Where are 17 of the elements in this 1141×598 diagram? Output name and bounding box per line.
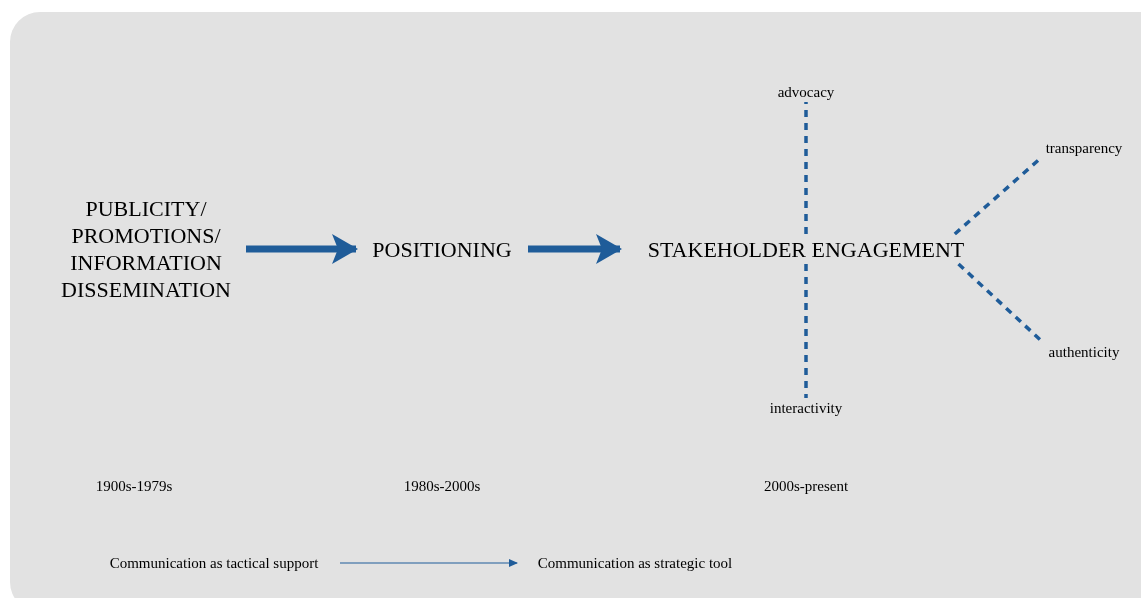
term-label: authenticity (1048, 343, 1120, 362)
term-label: transparency (1045, 139, 1123, 158)
dashed-line (957, 262, 1044, 344)
term-label: advocacy (777, 83, 835, 102)
dashed-line (953, 156, 1042, 236)
term-label: Communication as tactical support (109, 554, 319, 573)
stage-title: PUBLICITY/ PROMOTIONS/ INFORMATION DISSEMINATION (60, 195, 232, 303)
dashed-line (804, 264, 808, 398)
stage-title: POSITIONING (372, 235, 512, 263)
dashed-line (804, 102, 808, 234)
stage-title: STAKEHOLDER ENGAGEMENT (647, 235, 965, 263)
period-label: 2000s-present (762, 477, 850, 496)
term-label: interactivity (769, 399, 843, 418)
period-label: 1900s-1979s (94, 477, 174, 496)
period-label: 1980s-2000s (402, 477, 482, 496)
term-label: Communication as strategic tool (537, 554, 733, 573)
arrow (339, 559, 518, 567)
